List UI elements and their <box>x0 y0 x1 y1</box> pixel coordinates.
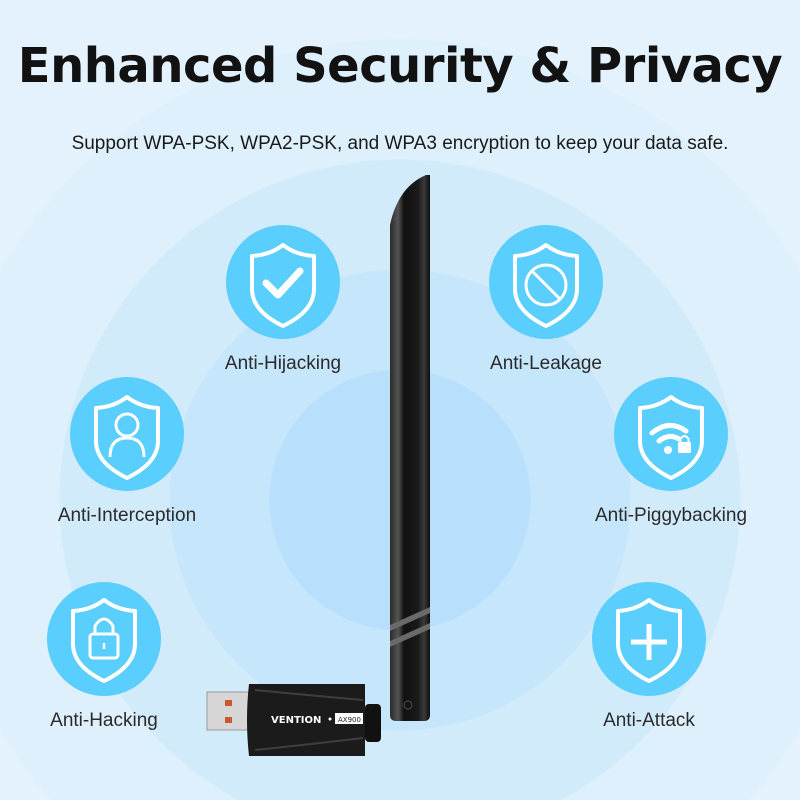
shield-user-icon <box>94 395 160 480</box>
usb-dongle-image: VENTION AX900 <box>206 684 381 756</box>
feature-icon-circle <box>70 377 184 491</box>
page-title: Enhanced Security & Privacy <box>17 38 783 94</box>
shield-check-icon <box>250 243 316 328</box>
feature-anti-hacking: Anti-Hacking <box>4 582 204 732</box>
feature-anti-attack: Anti-Attack <box>549 582 749 732</box>
shield-padlock-icon <box>71 598 137 683</box>
feature-icon-circle <box>47 582 161 696</box>
shield-plus-icon <box>616 598 682 683</box>
feature-label: Anti-Hijacking <box>224 353 342 374</box>
feature-icon-circle <box>614 377 728 491</box>
feature-icon-circle <box>226 225 340 339</box>
feature-label: Anti-Piggybacking <box>594 505 748 526</box>
shield-prohibited-icon <box>513 243 579 328</box>
feature-anti-interception: Anti-Interception <box>27 377 227 527</box>
feature-anti-leakage: Anti-Leakage <box>446 225 646 375</box>
feature-icon-circle <box>592 582 706 696</box>
page-subtitle: Support WPA-PSK, WPA2-PSK, and WPA3 encr… <box>71 133 729 154</box>
feature-anti-piggybacking: Anti-Piggybacking <box>571 377 771 527</box>
feature-anti-hijacking: Anti-Hijacking <box>183 225 383 375</box>
brand-logo: VENTION <box>271 715 321 726</box>
feature-label: Anti-Hacking <box>50 710 158 731</box>
shield-wifi-lock-icon <box>638 395 704 480</box>
feature-label: Anti-Interception <box>57 505 197 526</box>
feature-label: Anti-Attack <box>603 710 695 731</box>
antenna-image <box>390 175 430 721</box>
feature-label: Anti-Leakage <box>490 353 602 374</box>
feature-icon-circle <box>489 225 603 339</box>
model-label: AX900 <box>338 716 361 724</box>
